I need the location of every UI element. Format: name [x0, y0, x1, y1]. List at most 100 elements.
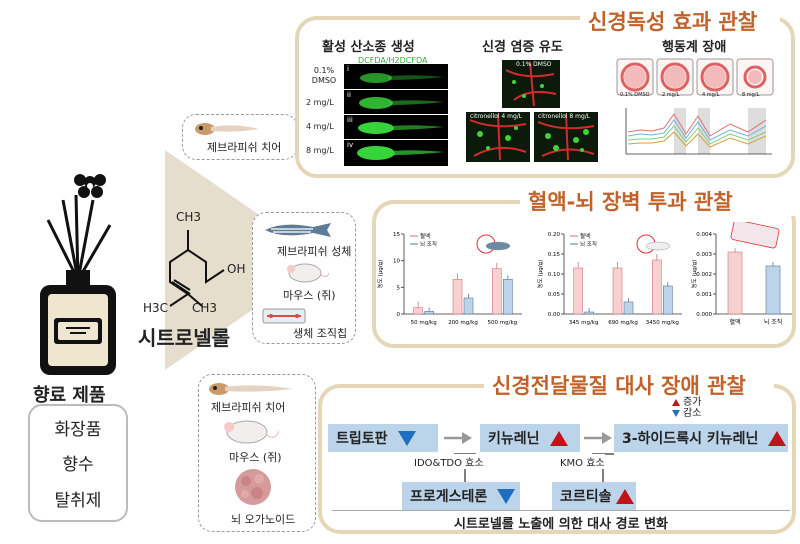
model-box-top: 제브라피쉬 치어: [182, 114, 298, 160]
ros-fish-images: [344, 73, 448, 160]
inflam-label: citronellol 4 mg/L: [470, 113, 523, 120]
dose-label: 8 mg/L: [306, 146, 334, 155]
product-item: 탈취제: [54, 490, 102, 511]
bar-brain: [424, 311, 434, 315]
cortisol-label: 코르티솔: [560, 489, 612, 505]
model-box-middle: 제브라피쉬 성체 마우스 (쥐) 생체 조직칩: [252, 212, 356, 344]
formula-ch3-bottom: CH3: [192, 301, 218, 315]
y-tick-label: 0: [397, 312, 401, 318]
up-arrow-icon: [549, 430, 568, 446]
kynurenine-box: 키뉴레닌: [480, 424, 580, 452]
y-tick-label: 0.004: [696, 232, 712, 238]
legend-up: 증가: [683, 397, 702, 408]
y-tick-label: 0.001: [696, 292, 712, 298]
behavior-label: 2 mg/L: [662, 92, 680, 98]
roman-label: ii: [347, 91, 351, 99]
down-arrow-icon: [497, 488, 516, 504]
mouse-icon: [287, 263, 329, 283]
legend-brain: 뇌 조직: [420, 240, 437, 248]
down-arrow-icon: [397, 430, 416, 446]
x-tick-label: 50 mg/kg: [411, 320, 437, 326]
formula-ch3-top: CH3: [176, 210, 202, 224]
dose-label: 4 mg/L: [306, 122, 334, 131]
y-tick-label: 0.00: [548, 312, 561, 318]
hydroxykynurenine-label: 3-하이드록시 키뉴레닌: [622, 431, 759, 447]
product-list: 화장품 향수 탈취제: [28, 404, 128, 522]
panel-title-bg: [484, 372, 774, 400]
y-tick-label: 0.002: [696, 272, 712, 278]
inflammation-micrographs: [466, 60, 598, 162]
bar-blood: [452, 279, 463, 315]
up-arrow-icon: [768, 430, 787, 446]
brain-organoid-icon: [235, 469, 271, 505]
legend-blood: 혈액: [580, 232, 590, 240]
y-tick-label: 0.10: [548, 272, 561, 278]
cortisol-box: 코르티솔: [552, 482, 636, 510]
panel-title-bg: [520, 188, 796, 216]
dose-label: 0.1% DMSO: [304, 66, 344, 86]
subtitle-behavior: 행동계 장애: [662, 40, 727, 55]
formula-oh: OH: [227, 262, 246, 276]
flow-arrow: [165, 150, 325, 370]
flow-arrow-icon: [584, 432, 612, 444]
progesterone-box: 프로게스테론: [402, 482, 520, 510]
behavior-plates: [616, 58, 776, 100]
model-label: 제브라피쉬 치어: [207, 141, 282, 154]
behavior-label: 0.1% DMSO: [620, 92, 650, 98]
zebrafish-larva-icon: [195, 123, 259, 135]
y-tick-label: 5: [397, 285, 401, 291]
zebrafish-larva-icon: [209, 383, 293, 395]
x-tick-label: 690 mg/kg: [608, 320, 638, 326]
legend-brain: 뇌 조직: [580, 240, 597, 248]
inflam-label: 0.1% DMSO: [516, 61, 552, 68]
behavior-label: 8 mg/L: [742, 92, 760, 98]
x-tick-label: 3450 mg/kg: [646, 320, 679, 326]
mouse-icon: [645, 241, 671, 251]
product-title: 향료 제품: [33, 385, 106, 406]
compound-name: 시트로넬롤: [138, 326, 230, 350]
y-tick-label: 0.05: [548, 292, 561, 298]
ros-image-panel: i ii iii iv: [344, 64, 448, 166]
tissue-chip-icon: [262, 308, 306, 324]
roman-label: iii: [347, 116, 353, 124]
mouse-icon: [224, 420, 279, 444]
ido-tdo-label: IDO&TDO 효소: [414, 454, 484, 469]
x-tick-label: 혈액: [729, 318, 740, 326]
bar-blood: [573, 267, 583, 315]
citronellol-structure: [169, 230, 225, 307]
bar-brain: [623, 301, 634, 315]
subtitle-inflammation: 신경 염증 유도: [482, 40, 563, 55]
panel-title-bg: [580, 8, 780, 38]
model-label: 마우스 (쥐): [283, 289, 336, 302]
y-tick-label: 15: [393, 232, 400, 238]
model-label: 마우스 (쥐): [229, 451, 282, 464]
tryptophan-label: 트립토판: [336, 431, 388, 447]
diffuser-icon: [40, 174, 116, 375]
bar-brain: [765, 265, 781, 315]
kmo-label: KMO 효소: [560, 454, 605, 469]
bar-blood: [652, 259, 662, 315]
model-label: 뇌 오가노이드: [231, 513, 296, 526]
y-tick-label: 0.000: [696, 312, 712, 318]
zebrafish-adult-icon: [265, 223, 331, 237]
model-label: 제브라피쉬 성체: [277, 245, 352, 258]
x-tick-label: 345 mg/kg: [569, 320, 599, 326]
legend-blood: 혈액: [420, 232, 430, 240]
bar-blood: [727, 251, 743, 315]
down-arrow-icon: [672, 410, 680, 417]
x-tick-label: 500 mg/kg: [488, 320, 518, 326]
dose-label: 2 mg/L: [306, 98, 334, 107]
bar-brain: [584, 311, 594, 315]
model-label: 생체 조직칩: [293, 327, 348, 340]
panel-title: 혈액-뇌 장벽 투과 관찰: [528, 190, 733, 214]
product-item: 화장품: [54, 420, 102, 441]
y-tick-label: 10: [393, 259, 400, 265]
bar-blood: [413, 307, 423, 315]
metabolism-legend: 증가 감소: [672, 397, 701, 419]
bar-brain: [503, 279, 513, 315]
y-tick-label: 0.003: [696, 252, 712, 258]
panel-bbb: [372, 200, 796, 348]
model-label: 제브라피쉬 치어: [211, 401, 286, 414]
legend-down: 감소: [683, 408, 702, 419]
